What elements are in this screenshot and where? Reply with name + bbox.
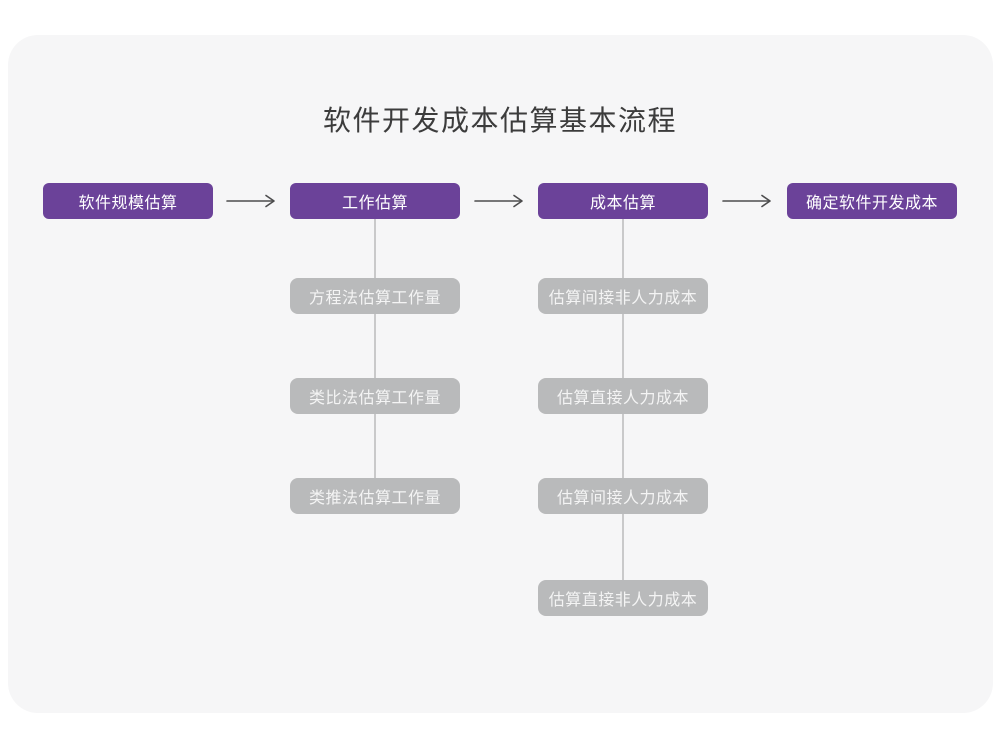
right-arrow-icon	[474, 194, 523, 208]
sub-node-indirect-nonlabor-cost: 估算间接非人力成本	[538, 278, 708, 314]
sub-node-analogy-method: 类比法估算工作量	[290, 378, 460, 414]
diagram-card	[8, 35, 993, 713]
sub-node-equation-method: 方程法估算工作量	[290, 278, 460, 314]
flow-node-cost-estimation: 成本估算	[538, 183, 708, 219]
flow-node-determine-development-cost: 确定软件开发成本	[787, 183, 957, 219]
sub-node-direct-labor-cost: 估算直接人力成本	[538, 378, 708, 414]
right-arrow-icon	[722, 194, 771, 208]
diagram-title: 软件开发成本估算基本流程	[322, 104, 677, 137]
flow-node-software-scale-estimation: 软件规模估算	[43, 183, 213, 219]
right-arrow-icon	[226, 194, 275, 208]
flow-node-work-estimation: 工作估算	[290, 183, 460, 219]
sub-node-extrapolation-method: 类推法估算工作量	[290, 478, 460, 514]
sub-node-direct-nonlabor-cost: 估算直接非人力成本	[538, 580, 708, 616]
sub-node-indirect-labor-cost: 估算间接人力成本	[538, 478, 708, 514]
connector-line-work	[374, 219, 376, 496]
